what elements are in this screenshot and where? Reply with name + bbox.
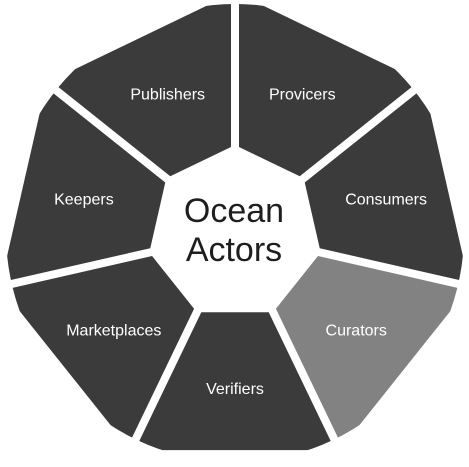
segment-label-keepers: Keepers (54, 192, 114, 209)
center-title-line1: Ocean (184, 192, 284, 230)
segment-verifiers (134, 312, 336, 451)
segment-marketplaces (6, 256, 195, 447)
segment-publishers (50, 4, 231, 177)
segment-label-verifiers: Verifiers (206, 381, 264, 398)
segment-label-publishers: Publishers (130, 86, 205, 103)
segment-label-curators: Curators (326, 323, 387, 340)
segment-provicers (239, 4, 420, 177)
segment-label-marketplaces: Marketplaces (66, 323, 161, 340)
segment-label-provicers: Provicers (269, 86, 336, 103)
segment-keepers (6, 87, 166, 283)
segments-layer (6, 4, 464, 451)
segment-label-consumers: Consumers (345, 192, 427, 209)
segment-consumers (304, 87, 464, 283)
center-title-line2: Actors (186, 231, 282, 269)
segment-curators (275, 256, 464, 447)
